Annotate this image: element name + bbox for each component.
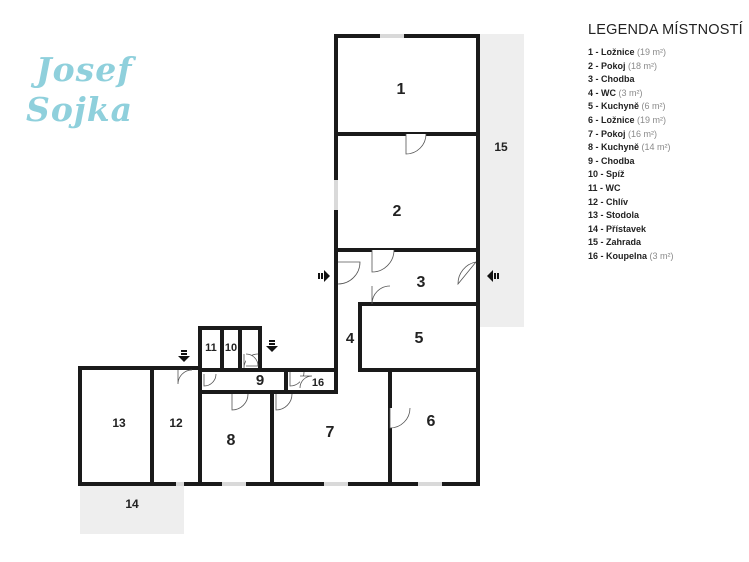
legend-item: 3 - Chodba bbox=[588, 74, 635, 85]
doors bbox=[177, 133, 477, 429]
legend-item: 1 - Ložnice (19 m²) bbox=[588, 47, 667, 57]
legend-item: 9 - Chodba bbox=[588, 155, 635, 166]
legend-item: 14 - Přístavek bbox=[588, 223, 647, 234]
entrance-arrow-icon bbox=[266, 340, 278, 352]
logo-line-1: Josef bbox=[36, 50, 133, 89]
room-label-5: 5 bbox=[415, 330, 424, 347]
room-label-2: 2 bbox=[393, 203, 402, 220]
logo-line-2: Sojka bbox=[26, 90, 134, 129]
entrance-arrows bbox=[178, 270, 499, 362]
legend-title: LEGENDA MÍSTNOSTÍ bbox=[588, 22, 743, 38]
room-label-13: 13 bbox=[112, 416, 126, 430]
room-legend: LEGENDA MÍSTNOSTÍ 1 - Ložnice (19 m²) 2 … bbox=[588, 22, 748, 264]
room-label-12: 12 bbox=[169, 416, 183, 430]
room-label-15: 15 bbox=[494, 140, 508, 154]
room-label-14: 14 bbox=[125, 497, 139, 511]
entrance-arrow-icon bbox=[178, 350, 190, 362]
legend-item: 10 - Spíž bbox=[588, 169, 625, 180]
room-label-6: 6 bbox=[427, 413, 436, 430]
legend-item: 2 - Pokoj (18 m²) bbox=[588, 60, 658, 71]
logo: Josef Sojka bbox=[26, 50, 136, 130]
room-label-9: 9 bbox=[256, 372, 264, 389]
legend-item: 7 - Pokoj (16 m²) bbox=[588, 128, 658, 139]
windows bbox=[176, 34, 442, 486]
room-label-8: 8 bbox=[227, 432, 236, 449]
entrance-arrow-icon bbox=[487, 270, 499, 282]
room-label-3: 3 bbox=[417, 274, 426, 291]
legend-item: 4 - WC (3 m²) bbox=[588, 87, 643, 98]
entrance-arrow-icon bbox=[318, 270, 330, 282]
room-label-4: 4 bbox=[346, 330, 355, 347]
room-label-16: 16 bbox=[312, 377, 324, 389]
legend-item: 16 - Koupelna (3 m²) bbox=[588, 250, 674, 261]
walls bbox=[78, 34, 480, 486]
legend-item: 15 - Zahrada bbox=[588, 237, 642, 248]
legend-item: 11 - WC bbox=[588, 182, 621, 193]
outdoor-area-lean-to bbox=[80, 484, 184, 534]
legend-item: 13 - Stodola bbox=[588, 210, 640, 221]
outdoor-area-garden bbox=[478, 34, 524, 327]
room-label-10: 10 bbox=[225, 342, 237, 354]
legend-item: 5 - Kuchyně (6 m²) bbox=[588, 101, 666, 112]
legend-item: 6 - Ložnice (19 m²) bbox=[588, 114, 667, 125]
room-labels: 1 2 3 4 5 6 7 8 9 10 11 12 13 14 15 16 bbox=[112, 81, 508, 511]
room-label-11: 11 bbox=[205, 342, 217, 354]
room-label-1: 1 bbox=[397, 81, 406, 98]
legend-item: 12 - Chlív bbox=[588, 196, 629, 207]
legend-item: 8 - Kuchyně (14 m²) bbox=[588, 142, 671, 153]
room-label-7: 7 bbox=[326, 424, 335, 441]
